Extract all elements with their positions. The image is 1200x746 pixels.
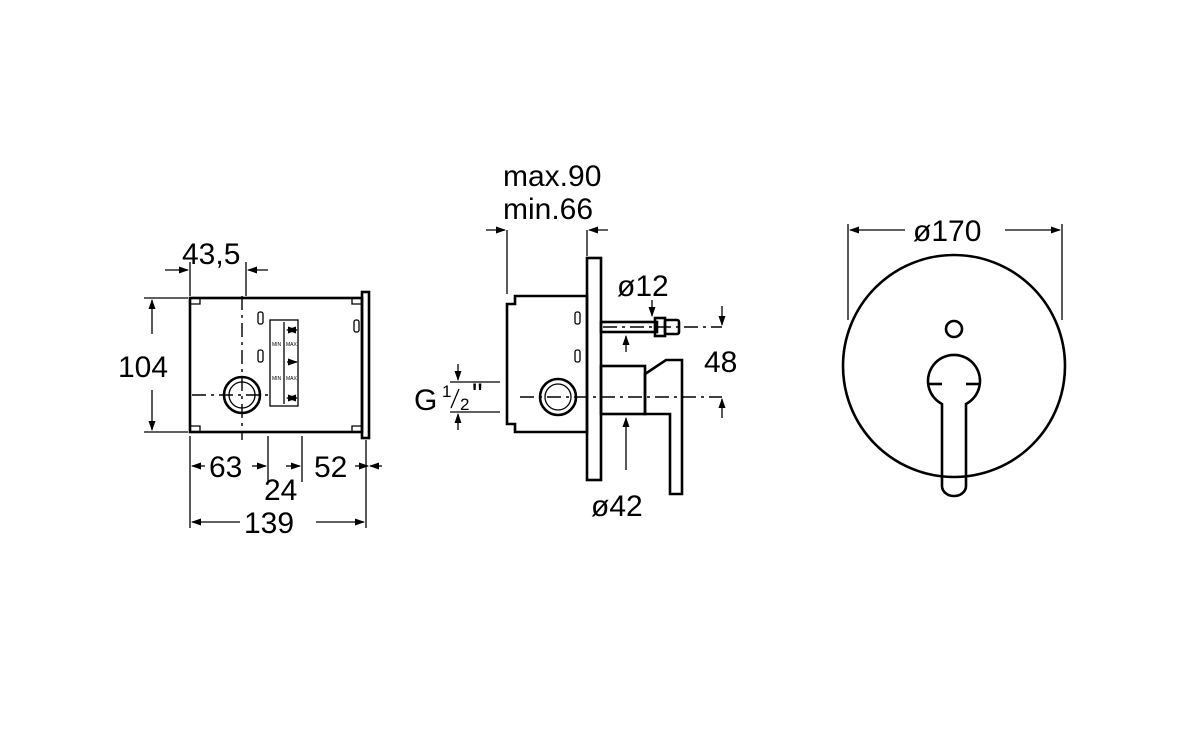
thread-num-label: 1: [442, 382, 451, 401]
lever: [643, 358, 684, 496]
side-view-plate-edge: [360, 290, 371, 440]
cover-plate: [841, 253, 1067, 479]
corner-tab: [351, 425, 362, 432]
side-view: MIN MAX MIN MAX 43,5 104 63 24 52: [118, 238, 382, 540]
dim-top-label: 43,5: [182, 238, 240, 271]
dim-right-label: 52: [314, 451, 347, 484]
slot: [353, 319, 360, 333]
thread-g-label: G: [414, 384, 437, 417]
scale-mark-min: MIN: [272, 376, 282, 382]
section-view: max.90 min.66 ø12 48 G 1 2 " ø42: [414, 160, 737, 523]
dim-left-label: 63: [209, 451, 242, 484]
depth-max-label: max.90: [503, 160, 601, 193]
dim-height-label: 104: [118, 351, 168, 384]
corner-tab: [351, 298, 362, 305]
plate-diameter-label: ø170: [913, 215, 981, 248]
cartridge-body: [599, 364, 647, 416]
thread-den-label: 2: [460, 395, 469, 414]
slot: [574, 349, 581, 363]
offset-label: 48: [704, 346, 737, 379]
pin-diameter-label: ø12: [617, 270, 669, 303]
front-view: ø170: [841, 215, 1067, 498]
slot: [574, 311, 581, 325]
diverter-knob: [944, 319, 964, 339]
depth-scale-arrows: [286, 326, 298, 402]
wall-plate: [585, 256, 603, 482]
fraction-slash: [450, 388, 460, 409]
corner-tab: [190, 425, 201, 432]
scale-mark-max: MAX: [286, 376, 298, 382]
lever-handle: [926, 353, 982, 498]
depth-min-label: min.66: [503, 193, 593, 226]
scale-mark-max: MAX: [286, 342, 298, 348]
slot: [257, 311, 264, 325]
dim-mid-label: 24: [264, 474, 297, 507]
depth-scale: [269, 319, 299, 407]
inlet-inner-circle: [544, 383, 572, 411]
body-diameter-label: ø42: [591, 490, 643, 523]
slot: [257, 349, 264, 363]
corner-tab: [190, 298, 201, 305]
dim-total-label: 139: [244, 507, 294, 540]
thread-inch-mark: ": [472, 378, 483, 411]
side-view-body: [188, 296, 364, 434]
scale-mark-min: MIN: [272, 342, 282, 348]
